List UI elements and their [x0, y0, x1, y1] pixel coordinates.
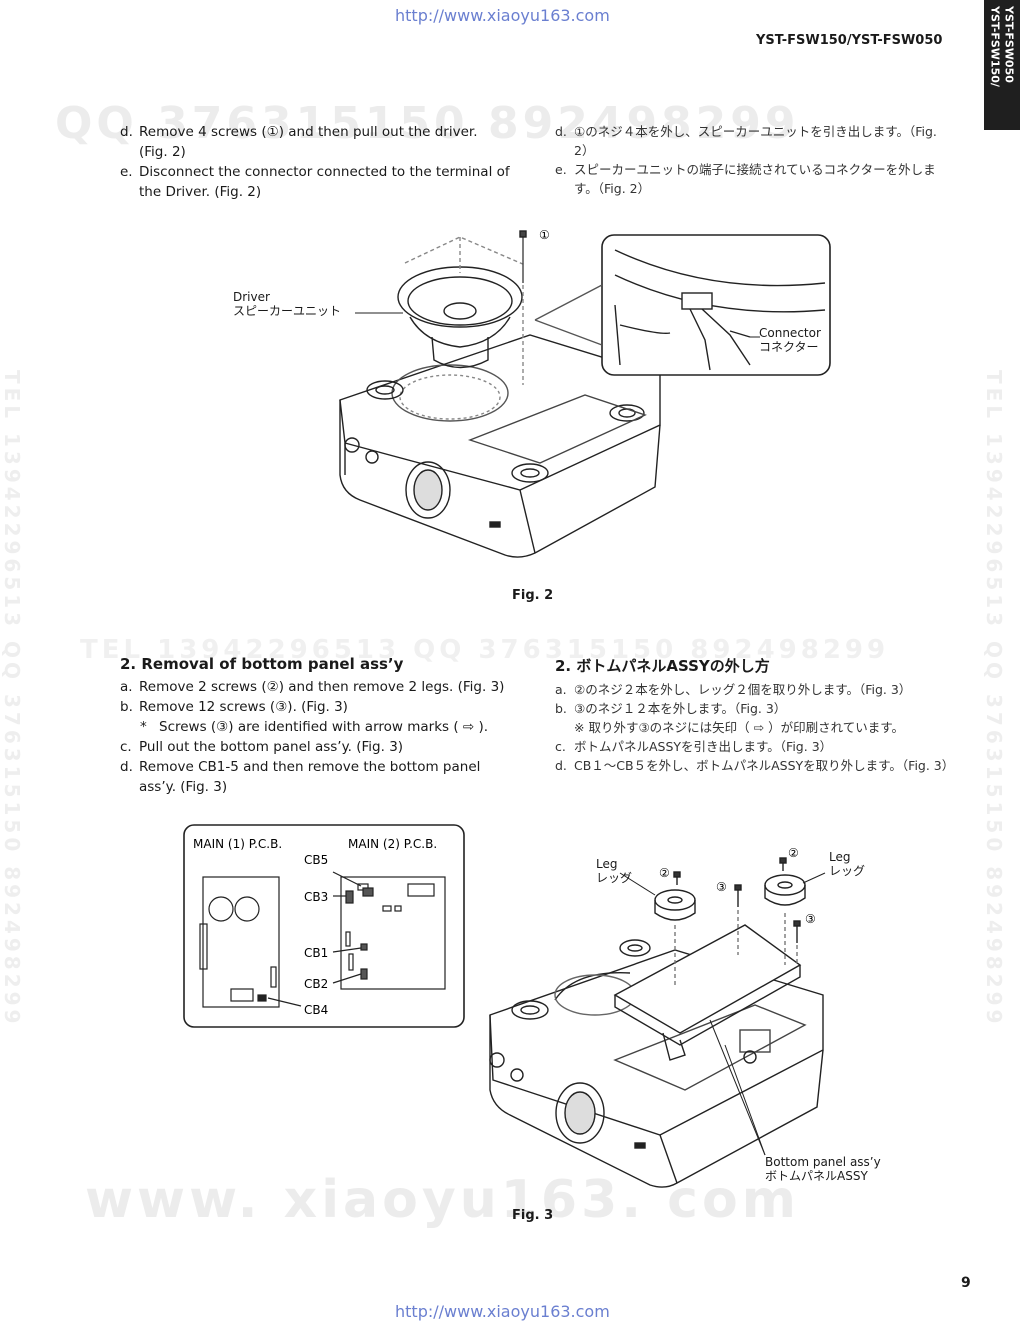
- item-text: Remove 12 screws (③). (Fig. 3): [139, 699, 348, 715]
- watermark-bottom: www. xiaoyu163. com: [85, 1170, 800, 1230]
- cb1-label: CB1: [304, 946, 328, 960]
- item-text: スピーカーユニットの端子に接続されているコネクターを外します。（Fig. 2）: [574, 162, 936, 196]
- list-item-note: * Screws (③) are identified with arrow ma…: [120, 717, 510, 737]
- leg-label-right-en: Leg: [829, 850, 851, 864]
- item-label: c.: [555, 739, 566, 754]
- side-tab: YST-FSW150/ YST-FSW050: [984, 0, 1020, 130]
- item-label: d.: [120, 759, 133, 775]
- item-label: e.: [120, 164, 133, 180]
- page-number: 9: [961, 1275, 971, 1291]
- item-label: a.: [555, 682, 567, 697]
- section1-jp: d. ①のネジ４本を外し、スピーカーユニットを引き出します。（Fig. 2） e.…: [555, 122, 950, 198]
- item-label: d.: [555, 758, 567, 773]
- leg-label-right: Leg レッグ: [829, 850, 865, 878]
- leg-label-left-en: Leg: [596, 857, 618, 871]
- list-item: a. ②のネジ２本を外し、レッグ２個を取り外します。（Fig. 3）: [555, 680, 950, 699]
- list-item: d. Remove CB1-5 and then remove the botto…: [120, 757, 510, 797]
- fig3-caption: Fig. 3: [512, 1208, 554, 1223]
- item-label: c.: [120, 739, 132, 755]
- connector-label: Connector コネクター: [759, 326, 821, 354]
- list-item: c. ボトムパネルASSYを引き出します。（Fig. 3）: [555, 737, 950, 756]
- item-label: *: [140, 719, 147, 735]
- bottom-panel-label-jp: ボトムパネルASSY: [765, 1169, 868, 1183]
- leg-label-left-jp: レッグ: [596, 871, 633, 885]
- list-item: e. Disconnect the connector connected to …: [120, 162, 510, 202]
- leg-label-right-jp: レッグ: [829, 864, 866, 878]
- watermark-tel-left: TEL 13942296513 QQ 376315150 892498299: [0, 370, 24, 1028]
- watermark-mid: TEL 13942296513 QQ 376315150 892498299: [80, 635, 890, 665]
- pcb-inset: MAIN (1) P.C.B. MAIN (2) P.C.B. CB5 CB3 …: [183, 824, 465, 1028]
- list-item: b. Remove 12 screws (③). (Fig. 3): [120, 697, 510, 717]
- item-label: e.: [555, 162, 567, 177]
- cb3-label: CB3: [304, 890, 328, 904]
- item-text: ボトムパネルASSYを引き出します。（Fig. 3）: [574, 739, 833, 754]
- list-item: d. ①のネジ４本を外し、スピーカーユニットを引き出します。（Fig. 2）: [555, 122, 950, 160]
- item-text: Remove 4 screws (①) and then pull out th…: [139, 124, 478, 160]
- list-item: a. Remove 2 screws (②) and then remove 2 …: [120, 677, 510, 697]
- item-label: a.: [120, 679, 133, 695]
- item-text: ①のネジ４本を外し、スピーカーユニットを引き出します。（Fig. 2）: [574, 124, 937, 158]
- section2-jp: 2. ボトムパネルASSYの外し方 a. ②のネジ２本を外し、レッグ２個を取り外し…: [555, 655, 955, 775]
- header-url[interactable]: http://www.xiaoyu163.com: [395, 6, 610, 25]
- bottom-panel-label-en: Bottom panel ass’y: [765, 1155, 881, 1169]
- side-tab-line-2: YST-FSW050: [1002, 6, 1016, 83]
- bottom-panel-label: Bottom panel ass’y ボトムパネルASSY: [765, 1155, 881, 1183]
- screw-3-mark-b: ③: [805, 912, 816, 926]
- pcb2-label: MAIN (2) P.C.B.: [348, 837, 437, 851]
- watermark-qq: QQ 376315150 892498299: [55, 98, 800, 149]
- list-item: e. スピーカーユニットの端子に接続されているコネクターを外します。（Fig. 2…: [555, 160, 950, 198]
- item-label: b.: [120, 699, 133, 715]
- driver-label-en: Driver: [233, 290, 270, 304]
- watermark-tel-right: TEL 13942296513 QQ 376315150 892498299: [982, 370, 1006, 1028]
- section1-en: d. Remove 4 screws (①) and then pull out …: [120, 122, 510, 202]
- fig3-drawing: ② ② ③ ③: [489, 846, 826, 1188]
- side-tab-line-1: YST-FSW150/: [988, 6, 1002, 87]
- screw-2-mark-a: ②: [659, 866, 670, 880]
- fig2-caption: Fig. 2: [512, 588, 554, 603]
- list-item: b. ③のネジ１２本を外します。（Fig. 3）: [555, 699, 950, 718]
- footer-url[interactable]: http://www.xiaoyu163.com: [395, 1302, 610, 1321]
- screw-2-mark-b: ②: [788, 846, 799, 860]
- driver-label-jp: スピーカーユニット: [233, 304, 342, 318]
- cb4-label: CB4: [304, 1003, 328, 1017]
- item-text: Pull out the bottom panel ass’y. (Fig. 3…: [139, 739, 404, 755]
- pcb1-label: MAIN (1) P.C.B.: [193, 837, 282, 851]
- list-item: d. Remove 4 screws (①) and then pull out …: [120, 122, 510, 162]
- item-text: ※ 取り外す③のネジには矢印（ ⇨ ）が印刷されています。: [574, 720, 904, 735]
- connector-label-jp: コネクター: [759, 340, 819, 354]
- item-text: Remove CB1-5 and then remove the bottom …: [139, 759, 481, 795]
- item-label: b.: [555, 701, 567, 716]
- section2-en: 2. Removal of bottom panel ass’y a. Remov…: [120, 655, 510, 797]
- section2-title-en: 2. Removal of bottom panel ass’y: [120, 655, 404, 673]
- leg-label-left: Leg レッグ: [596, 857, 632, 885]
- model-title: YST-FSW150/YST-FSW050: [756, 33, 943, 48]
- driver-label: Driver スピーカーユニット: [233, 290, 341, 318]
- fig2-drawing: ①: [339, 228, 831, 558]
- item-text: Disconnect the connector connected to th…: [139, 164, 510, 200]
- item-text: ③のネジ１２本を外します。（Fig. 3）: [574, 701, 787, 716]
- item-text: CB１〜CB５を外し、ボトムパネルASSYを取り外します。（Fig. 3）: [574, 758, 955, 773]
- item-label: d.: [555, 124, 567, 139]
- list-item-note: ※ 取り外す③のネジには矢印（ ⇨ ）が印刷されています。: [555, 718, 950, 737]
- cb5-label: CB5: [304, 853, 328, 867]
- connector-label-en: Connector: [759, 326, 821, 340]
- section2-title-jp: 2. ボトムパネルASSYの外し方: [555, 657, 770, 675]
- list-item: d. CB１〜CB５を外し、ボトムパネルASSYを取り外します。（Fig. 3）: [555, 756, 955, 775]
- item-text: Screws (③) are identified with arrow mar…: [159, 719, 489, 735]
- screw-3-mark-a: ③: [716, 880, 727, 894]
- item-text: Remove 2 screws (②) and then remove 2 le…: [139, 679, 505, 695]
- item-label: d.: [120, 124, 133, 140]
- item-text: ②のネジ２本を外し、レッグ２個を取り外します。（Fig. 3）: [574, 682, 912, 697]
- screw-1-mark: ①: [539, 228, 550, 242]
- cb2-label: CB2: [304, 977, 328, 991]
- list-item: c. Pull out the bottom panel ass’y. (Fig.…: [120, 737, 510, 757]
